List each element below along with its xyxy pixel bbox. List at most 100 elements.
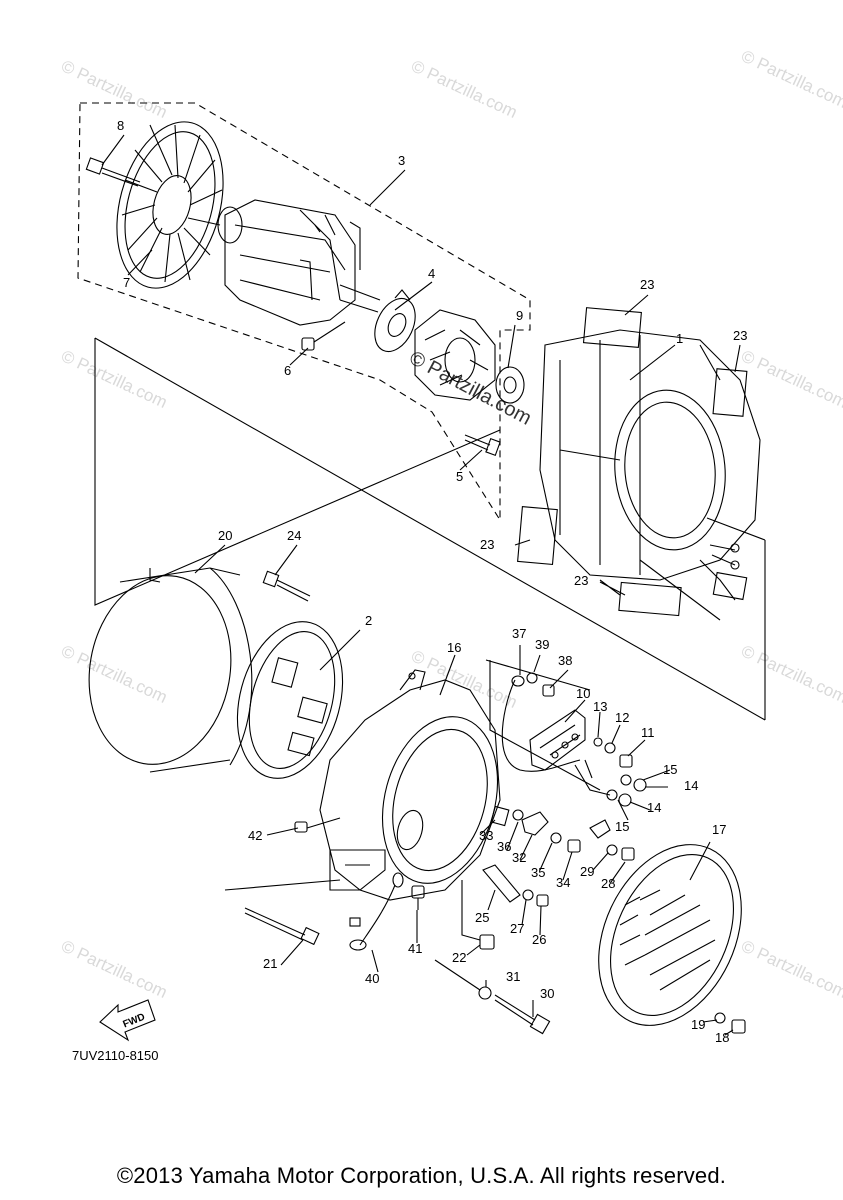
callout-1: 1: [676, 331, 683, 346]
watermark: © Partzilla.com: [58, 641, 170, 707]
callout-32: 32: [512, 850, 526, 865]
bolt-41: [411, 885, 425, 910]
callout-30: 30: [540, 986, 554, 1001]
wire-37: [501, 679, 581, 772]
copyright-notice: ©2013 Yamaha Motor Corporation, U.S.A. A…: [116, 1163, 727, 1188]
bolt-30: [434, 959, 551, 1035]
callout-19: 19: [691, 1017, 705, 1032]
callout-23: 23: [574, 573, 588, 588]
terminal-lug: [589, 819, 611, 839]
leader-lines: [101, 134, 741, 1036]
callout-40: 40: [365, 971, 379, 986]
callout-labels: 1 2 3 4 5 6 7 8 9 10 11 12 13 14 14 15 1…: [117, 118, 747, 1045]
washer-12: [604, 742, 616, 754]
callout-6: 6: [284, 363, 291, 378]
callout-29: 29: [580, 864, 594, 879]
nut-14: [633, 778, 647, 792]
callout-35: 35: [531, 865, 545, 880]
watermark: © Partzilla.com: [738, 346, 843, 412]
callout-28: 28: [601, 876, 615, 891]
end-plate-2: [236, 621, 344, 779]
callout-14: 14: [647, 800, 661, 815]
insulator-23: [517, 506, 558, 566]
callout-24: 24: [287, 528, 301, 543]
washer-15: [606, 789, 618, 801]
watermark: © Partzilla.com: [58, 936, 170, 1002]
watermark: © Partzilla.com: [408, 56, 520, 122]
watermarks: © Partzilla.com © Partzilla.com © Partzi…: [58, 46, 843, 1002]
callout-22: 22: [452, 950, 466, 965]
cooling-fan-7: [116, 121, 224, 289]
callout-36: 36: [497, 839, 511, 854]
callout-31: 31: [506, 969, 520, 984]
callout-15: 15: [663, 762, 677, 777]
washer-35: [550, 832, 562, 844]
bolt-21: [224, 879, 341, 946]
callout-41: 41: [408, 941, 422, 956]
bolt-18: [731, 1019, 746, 1034]
plate-4: [374, 289, 416, 353]
bolt-26: [536, 894, 549, 907]
washer-27: [522, 889, 534, 901]
housing-16: [319, 669, 501, 901]
cover-frame-lines: [485, 659, 601, 791]
callout-38: 38: [558, 653, 572, 668]
callout-23: 23: [640, 277, 654, 292]
callout-21: 21: [263, 956, 277, 971]
bolt-24: [262, 570, 311, 602]
part-33: [490, 805, 510, 827]
ground-wire-40: [349, 872, 404, 951]
exciter-core: [414, 309, 496, 401]
callout-10: 10: [576, 686, 590, 701]
callout-7: 7: [123, 275, 130, 290]
watermark: © Partzilla.com: [738, 641, 843, 707]
insulator-23: [582, 307, 642, 348]
bolt-28: [621, 847, 635, 861]
callout-27: 27: [510, 921, 524, 936]
callout-33: 33: [479, 828, 493, 843]
bolt-34: [567, 839, 581, 853]
callout-12: 12: [615, 710, 629, 725]
diagram-part-code: 7UV2110-8150: [72, 1048, 159, 1063]
insulator-23: [618, 581, 682, 617]
watermark: © Partzilla.com: [738, 46, 843, 112]
fwd-arrow-icon: [99, 999, 156, 1042]
bolt-22: [461, 880, 495, 950]
terminal-37: [511, 675, 525, 687]
watermark: © Partzilla.com: [58, 346, 170, 412]
callout-9: 9: [516, 308, 523, 323]
callout-34: 34: [556, 875, 570, 890]
nut-6: [301, 321, 346, 351]
washer-29: [606, 844, 618, 856]
callout-8: 8: [117, 118, 124, 133]
callout-3: 3: [398, 153, 405, 168]
callout-25: 25: [475, 910, 489, 925]
washer-31: [478, 986, 492, 1000]
callout-4: 4: [428, 266, 435, 281]
bolt-8: [85, 157, 141, 187]
regulator-10: [529, 709, 586, 771]
washer-39: [526, 672, 538, 684]
callout-20: 20: [218, 528, 232, 543]
washer-19: [714, 1012, 726, 1024]
callout-2: 2: [365, 613, 372, 628]
stator-frame-lines: [94, 337, 766, 721]
rotor-3: [217, 199, 381, 326]
callout-5: 5: [456, 469, 463, 484]
callout-42: 42: [248, 828, 262, 843]
bearing-9: [495, 366, 525, 404]
fwd-label: FWD: [121, 1012, 146, 1031]
bolt-42: [294, 817, 341, 833]
callout-15: 15: [615, 819, 629, 834]
callout-16: 16: [447, 640, 461, 655]
washer-15: [620, 774, 632, 786]
part-36: [512, 809, 524, 821]
watermark: © Partzilla.com: [738, 936, 843, 1002]
nut-14: [618, 793, 632, 807]
bolt-5: [464, 434, 501, 456]
band-20: [88, 567, 253, 773]
watermark: © Partzilla.com: [408, 646, 520, 712]
callout-18: 18: [715, 1030, 729, 1045]
bolt-11: [619, 754, 633, 768]
